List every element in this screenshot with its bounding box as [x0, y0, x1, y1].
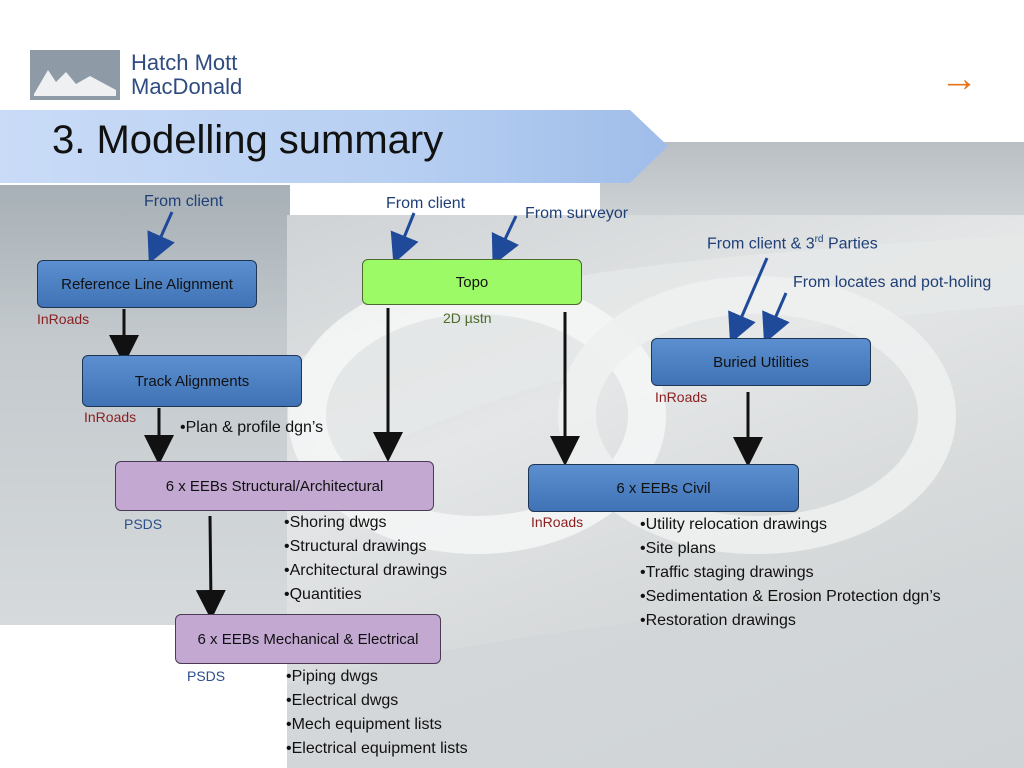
notes-mech: •Piping dwgs •Electrical dwgs •Mech equi…: [286, 665, 468, 761]
tool-label-structural: PSDS: [124, 516, 163, 532]
logo-text-line2: MacDonald: [131, 74, 243, 99]
notes-structural: •Shoring dwgs •Structural drawings •Arch…: [284, 511, 447, 607]
box-eebs-structural: 6 x EEBs Structural/Architectural: [115, 461, 434, 511]
note-item: •Piping dwgs: [286, 668, 378, 685]
note-item: •Utility relocation drawings: [640, 516, 828, 533]
note-item: •Plan & profile dgn’s: [180, 419, 324, 436]
box-eebs-mechanical-electrical: 6 x EEBs Mechanical & Electrical: [175, 614, 441, 664]
note-item: •Restoration drawings: [640, 612, 796, 629]
tool-label-utilities: InRoads: [655, 389, 708, 405]
source-label-topo-surveyor: From surveyor: [525, 205, 629, 222]
next-slide-arrow-icon[interactable]: →: [940, 58, 978, 100]
logo-text-line1: Hatch Mott: [131, 50, 238, 75]
box-buried-utilities: Buried Utilities: [651, 338, 871, 386]
source-label-topo-client: From client: [386, 195, 466, 212]
background-strip: [600, 142, 1024, 217]
source-label-reference-client: From client: [144, 193, 224, 210]
page-title: 3. Modelling summary: [52, 118, 444, 162]
source-label-utilities-locates: From locates and pot-holing: [793, 274, 992, 291]
box-track-alignments: Track Alignments: [82, 355, 302, 407]
note-item: •Mech equipment lists: [286, 716, 442, 733]
tool-label-civil: InRoads: [531, 514, 584, 530]
tool-label-reference: InRoads: [37, 311, 90, 327]
tool-label-mech: PSDS: [187, 668, 226, 684]
source-label-utilities-parties: From client & 3rd Parties: [707, 234, 878, 253]
note-item: •Site plans: [640, 540, 716, 557]
note-item: •Shoring dwgs: [284, 514, 387, 531]
note-item: •Electrical equipment lists: [286, 740, 468, 757]
notes-track: •Plan & profile dgn’s: [180, 416, 323, 440]
box-eebs-civil: 6 x EEBs Civil: [528, 464, 799, 512]
tool-label-track: InRoads: [84, 409, 137, 425]
note-item: •Architectural drawings: [284, 562, 447, 579]
tool-label-topo: 2D µstn: [443, 310, 492, 326]
note-item: •Quantities: [284, 586, 362, 603]
box-topo: Topo: [362, 259, 582, 305]
notes-civil: •Utility relocation drawings •Site plans…: [640, 513, 941, 633]
note-item: •Electrical dwgs: [286, 692, 399, 709]
box-reference-line-alignment: Reference Line Alignment: [37, 260, 257, 308]
note-item: •Traffic staging drawings: [640, 564, 814, 581]
note-item: •Structural drawings: [284, 538, 427, 555]
company-logo-icon: [30, 50, 120, 100]
note-item: •Sedimentation & Erosion Protection dgn’…: [640, 588, 941, 605]
